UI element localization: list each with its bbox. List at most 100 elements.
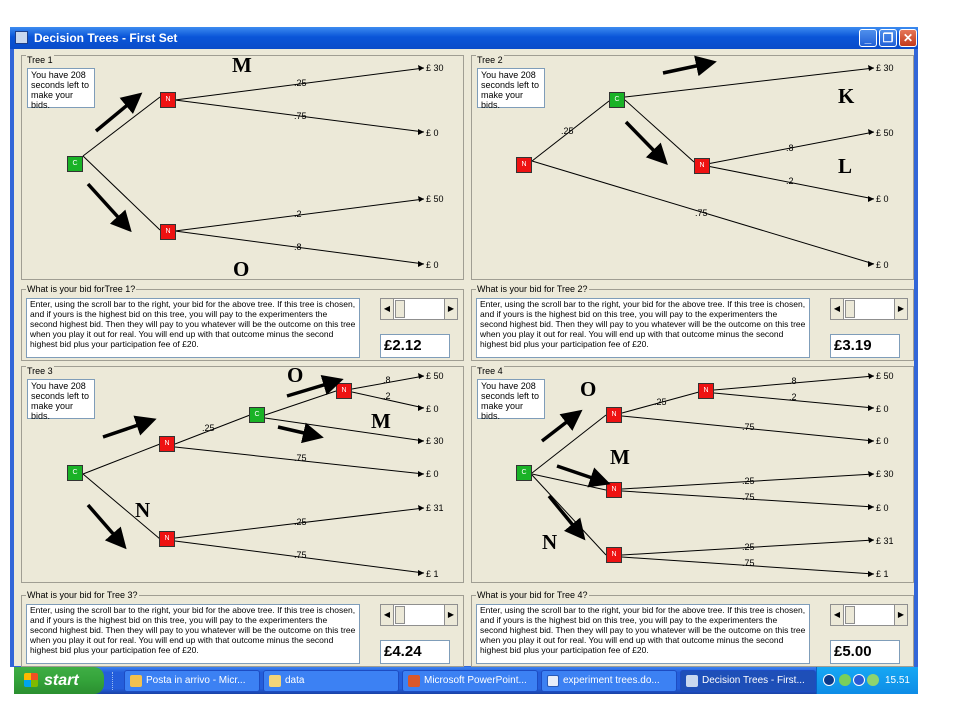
scroll-thumb[interactable] <box>395 300 405 318</box>
bid-value: £5.00 <box>830 640 900 664</box>
outcome-label: £ 50 <box>876 128 894 138</box>
probability-label: .75 <box>695 208 708 218</box>
annotation-letter: M <box>232 53 252 77</box>
scroll-track[interactable] <box>394 604 444 626</box>
scroll-thumb[interactable] <box>845 606 855 624</box>
tree-title: Tree 3 <box>26 366 54 376</box>
bid-scrollbar[interactable]: ◀ ▶ <box>830 604 908 626</box>
bid-question: What is your bid forTree 1? <box>26 284 137 294</box>
timer-text: You have 208 seconds left to make your b… <box>27 379 95 421</box>
scroll-right-arrow-icon[interactable]: ▶ <box>894 298 908 320</box>
scroll-track[interactable] <box>394 298 444 320</box>
bid-panel-1: What is your bid forTree 1? Enter, using… <box>21 284 464 361</box>
decision-node: N <box>159 436 175 452</box>
taskbar-item-label: Microsoft PowerPoint... <box>424 675 527 686</box>
taskbar-item-outlook[interactable]: Posta in arrivo - Micr... <box>124 670 260 692</box>
annotation-letter: L <box>838 154 853 178</box>
bid-instructions: Enter, using the scroll bar to the right… <box>476 298 810 358</box>
system-tray: 15.51 <box>816 667 918 694</box>
probability-label: .25 <box>294 78 307 88</box>
bid-scrollbar[interactable]: ◀ ▶ <box>380 298 458 320</box>
outcome-label: £ 30 <box>426 63 444 73</box>
taskbar-item-word[interactable]: experiment trees.do... <box>541 670 677 692</box>
timer-text: You have 208 seconds left to make your b… <box>477 68 545 110</box>
tree-title: Tree 2 <box>476 55 504 65</box>
tree-branches <box>531 65 875 267</box>
scroll-thumb[interactable] <box>845 300 855 318</box>
volume-icon[interactable] <box>853 674 865 686</box>
outcome-label: £ 0 <box>426 404 439 414</box>
probability-label: .25 <box>202 423 215 433</box>
outcome-label: £ 30 <box>426 436 444 446</box>
outcome-label: £ 50 <box>426 194 444 204</box>
start-button[interactable]: start <box>14 667 104 694</box>
outcome-label: £ 31 <box>426 503 444 513</box>
taskbar-item-powerpoint[interactable]: Microsoft PowerPoint... <box>402 670 538 692</box>
probability-label: .75 <box>294 453 307 463</box>
scroll-left-arrow-icon[interactable]: ◀ <box>380 298 394 320</box>
tray-arrow-icon[interactable] <box>823 674 835 686</box>
chance-node: C <box>67 465 83 481</box>
probability-label: .2 <box>294 209 302 219</box>
bid-scrollbar[interactable]: ◀ ▶ <box>830 298 908 320</box>
scroll-right-arrow-icon[interactable]: ▶ <box>444 604 458 626</box>
probability-label: .25 <box>561 126 574 136</box>
chance-node: C <box>609 92 625 108</box>
scroll-left-arrow-icon[interactable]: ◀ <box>380 604 394 626</box>
scroll-left-arrow-icon[interactable]: ◀ <box>830 298 844 320</box>
outcome-label: £ 1 <box>876 569 889 579</box>
minimize-button[interactable]: _ <box>859 29 877 47</box>
taskbar-item-data[interactable]: data <box>263 670 399 692</box>
probability-label: .75 <box>294 550 307 560</box>
annotation-letter: M <box>610 445 630 469</box>
outcome-label: £ 0 <box>426 469 439 479</box>
annotation-letter: O <box>580 377 597 401</box>
powerpoint-icon <box>408 675 420 687</box>
timer-text: You have 208 seconds left to make your b… <box>27 68 95 110</box>
probability-label: .2 <box>789 392 797 402</box>
probability-label: .25 <box>742 542 755 552</box>
bid-panel-2: What is your bid for Tree 2? Enter, usin… <box>471 284 914 361</box>
word-icon <box>547 675 559 687</box>
start-label: start <box>44 672 79 689</box>
taskbar-item-label: Decision Trees - First... <box>702 675 805 686</box>
close-button[interactable]: ✕ <box>899 29 917 47</box>
scroll-right-arrow-icon[interactable]: ▶ <box>444 298 458 320</box>
title-bar[interactable]: Decision Trees - First Set _ ❐ ✕ <box>10 27 918 49</box>
scroll-right-arrow-icon[interactable]: ▶ <box>894 604 908 626</box>
security-icon[interactable] <box>867 674 879 686</box>
app-icon <box>15 31 28 44</box>
annotation-letter: O <box>233 257 250 281</box>
bid-scrollbar[interactable]: ◀ ▶ <box>380 604 458 626</box>
decision-node: N <box>606 407 622 423</box>
annotation-letter: M <box>371 409 391 433</box>
maximize-button[interactable]: ❐ <box>879 29 897 47</box>
bid-question: What is your bid for Tree 3? <box>26 590 139 600</box>
scroll-thumb[interactable] <box>395 606 405 624</box>
scroll-left-arrow-icon[interactable]: ◀ <box>830 604 844 626</box>
annotation-letter: N <box>542 530 558 554</box>
network-icon[interactable] <box>839 674 851 686</box>
chance-node: C <box>516 465 532 481</box>
taskbar-item-label: data <box>285 675 305 686</box>
bid-question: What is your bid for Tree 2? <box>476 284 589 294</box>
scroll-track[interactable] <box>844 298 894 320</box>
outcome-label: £ 50 <box>876 371 894 381</box>
chance-node: C <box>67 156 83 172</box>
timer-text: You have 208 seconds left to make your b… <box>477 379 545 421</box>
bid-question: What is your bid for Tree 4? <box>476 590 589 600</box>
tree-4-panel: Tree 4 You have 208 seconds left to make… <box>471 366 914 583</box>
annotation-letter: K <box>838 84 855 108</box>
scroll-track[interactable] <box>844 604 894 626</box>
probability-label: .2 <box>383 391 391 401</box>
probability-label: .25 <box>654 397 667 407</box>
outcome-label: £ 0 <box>876 194 889 204</box>
bid-panel-3: What is your bid for Tree 3? Enter, usin… <box>21 590 464 667</box>
tree-branches <box>531 373 875 577</box>
clock: 15.51 <box>884 675 910 686</box>
tree-title: Tree 4 <box>476 366 504 376</box>
taskbar-item-decision-trees[interactable]: Decision Trees - First... <box>680 670 816 692</box>
tree-3-panel: Tree 3 You have 208 seconds left to make… <box>21 366 464 583</box>
outcome-label: £ 1 <box>426 569 439 579</box>
